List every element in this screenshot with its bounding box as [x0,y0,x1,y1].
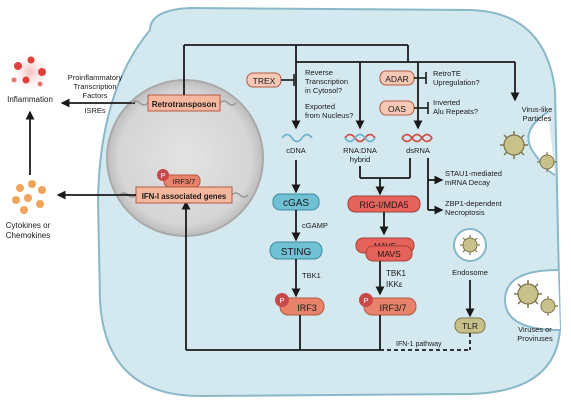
reverse-label-line1: Reverse [305,68,333,77]
viruses-label-line1: Viruses or [518,325,552,334]
vlp-icon-large [500,131,528,159]
hybrid-label-line2: hybrid [350,155,370,164]
exported-label-line2: from Nucleus? [305,111,353,120]
proinflammatory-label-line3: Factors [82,91,107,100]
oas-label: OAS [388,104,406,114]
virus-icon-1 [514,280,542,308]
endosome-label: Endosome [452,268,488,277]
tbk1-right-label: TBK1 [386,269,407,278]
inflammation-icon [8,50,52,94]
irf37-nucleus-box [163,174,201,188]
exported-label-line1: Exported [305,102,335,111]
inflammation-label: Inflammation [7,95,53,104]
dsrna-strand-b [401,133,433,143]
vlp-label-line2: Particles [523,114,552,123]
zbp1-label-line1: ZBP1-dependent [445,199,503,208]
hybrid-strand-red [344,133,376,143]
phospho-nucleus [157,169,169,181]
retro-dna-strand [131,100,237,106]
mavs-front-label: MAVS [377,249,401,259]
vlp-icon-small [537,152,557,172]
proinflammatory-label-line2: Transcription [73,82,116,91]
ifn-genes-label: IFN-I associated genes [142,192,227,201]
trex-label: TREX [253,76,276,86]
proinflammatory-label-line1: Proinflammatory [68,73,123,82]
phospho-irf3 [275,293,289,307]
adar-label: ADAR [385,74,409,84]
ikke-label: IKKε [386,280,403,289]
retrotransposon-label: Retrotransposon [152,100,217,109]
zbp1-label-line2: Necroptosis [445,208,485,217]
phospho-irf3-label: P [279,296,284,305]
phospho-nucleus-label: P [161,173,166,180]
cytokines-label-line2: Chemokines [6,231,50,240]
hybrid-label-line1: RNA:DNA [343,146,377,155]
cytokines-icon [12,180,46,214]
cdna-label: cDNA [286,146,306,155]
ifn-pathway-label: IFN-1 pathway [396,341,442,348]
tlr-label: TLR [462,321,478,331]
irf3-label: IRF3 [297,303,317,313]
staul-label-line2: mRNA Decay [445,178,490,187]
hybrid-strand-blue [344,133,376,143]
cdna-strand [281,133,313,143]
cgamp-label: cGAMP [302,221,328,230]
retrote-label-line2: Upregulation? [433,78,480,87]
staul-label-line1: STAU1-mediated [445,169,502,178]
irf37-cyto-label: IRF3/7 [379,303,406,313]
mavs-front-box [365,245,413,262]
irf37-nucleus-label: IRF3/7 [173,177,196,186]
phospho-irf37 [359,293,373,307]
phospho-irf37-label: P [363,296,368,305]
viruses-label-line2: Proviruses [517,334,553,343]
dsrna-label: dsRNA [406,146,430,155]
retrote-label-line1: RetroTE [433,69,461,78]
dsrna-strand-a [401,133,433,143]
cytokines-label-line1: Cytokines or [6,221,51,230]
vlp-label-line1: Virus-like [522,105,553,114]
reverse-label-line3: in Cytosol? [305,86,342,95]
sting-label: STING [281,247,312,258]
tbk1-left-label: TBK1 [302,271,321,280]
inverted-label-line2: Alu Repeats? [433,107,478,116]
isres-label: ISREs [84,106,106,115]
inverted-label-line1: Inverted [433,98,460,107]
reverse-label-line2: Transcription [305,77,348,86]
endosome-virus-icon [460,235,480,255]
cgas-label: cGAS [283,198,309,209]
virus-icon-2 [540,296,558,316]
rig-label: RIG-I/MDA5 [359,200,408,210]
